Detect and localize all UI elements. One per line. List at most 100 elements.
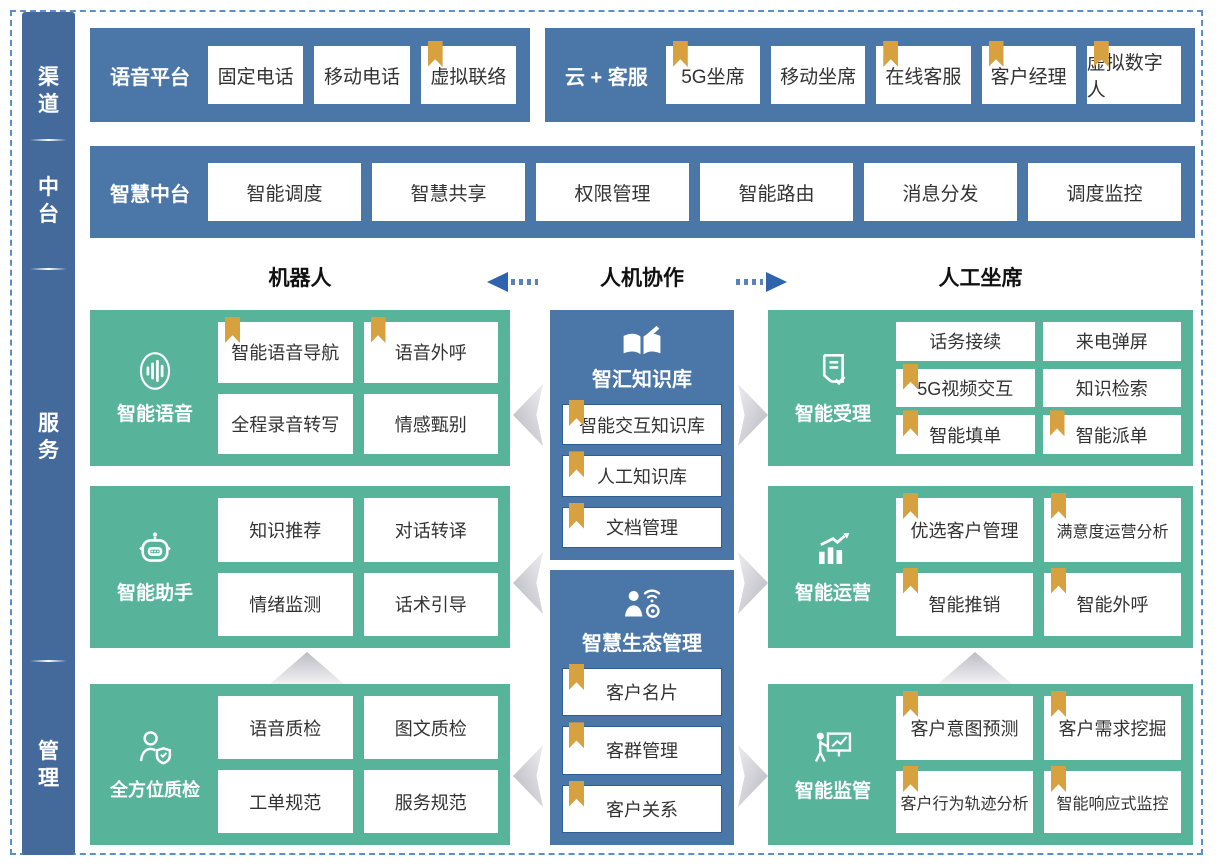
group-title: 智汇知识库: [592, 369, 692, 391]
item-label: 客户经理: [990, 66, 1067, 88]
item-label: 对话转译: [394, 520, 467, 541]
bookmark-icon: [1051, 493, 1066, 519]
group-item: 智能语音导航: [218, 317, 353, 383]
smart-operation-panel: 智能运营 优选客户管理 满意度运营分析 智能推销 智能外呼: [768, 486, 1193, 648]
cloud-cs-title: 云 + 客服: [565, 66, 648, 89]
cloud-cs-item: 客户经理: [981, 41, 1076, 104]
center-item: 智能交互知识库: [562, 400, 722, 446]
bookmark-icon: [225, 317, 240, 343]
item-label: 5G视频交互: [917, 378, 1014, 399]
group-item: 语音外呼: [363, 317, 498, 383]
sidebar-divider: [30, 268, 67, 270]
center-item: 人工知识库: [562, 451, 722, 497]
group-item: 智能填单: [896, 410, 1035, 454]
group-item: 全程录音转写: [218, 393, 353, 454]
bookmark-icon: [903, 363, 918, 390]
bookmark-icon: [569, 780, 584, 807]
item-label: 服务规范: [394, 792, 467, 813]
group-item: 客户意图预测: [896, 691, 1033, 760]
item-label: 智能推销: [928, 595, 1001, 616]
cloud-cs-item: 5G坐席: [665, 41, 761, 104]
item-label: 调度监控: [1066, 183, 1143, 205]
group-title: 智能监管: [794, 780, 871, 802]
voice-platform-title: 语音平台: [110, 66, 190, 89]
item-label: 图文质检: [394, 718, 467, 739]
group-item: 服务规范: [363, 770, 498, 833]
item-label: 智慧共享: [410, 183, 487, 205]
arrowhead-left: [487, 272, 508, 292]
group-item: 来电弹屏: [1042, 322, 1181, 361]
smart-supervision-label: 智能监管: [780, 696, 886, 833]
sidebar-label-channel: 渠道: [22, 64, 75, 118]
quality-inspection-panel: 全方位质检 语音质检 图文质检 工单规范 服务规范: [90, 684, 510, 845]
smart-acceptance-label: 智能受理: [780, 322, 886, 454]
middle-platform-item: 智能调度: [208, 163, 361, 221]
bookmark-icon: [370, 317, 386, 343]
smart-voice-items: 智能语音导航 语音外呼 全程录音转写 情感甄别: [218, 317, 498, 454]
item-label: 智能语音导航: [231, 343, 340, 364]
item-label: 情绪监测: [249, 595, 322, 616]
group-title: 智能语音: [116, 404, 193, 425]
arrow-dashed-tail: [736, 279, 763, 285]
middle-platform-item: 调度监控: [1028, 163, 1181, 221]
sidebar-label-text: 中台: [38, 176, 59, 226]
smart-acceptance-items: 话务接续 来电弹屏 5G视频交互 知识检索 智能填单 智能派单: [896, 322, 1181, 454]
smart-supervision-items: 客户意图预测 客户需求挖掘 客户行为轨迹分析 智能响应式监控: [896, 691, 1181, 833]
bookmark-icon: [988, 41, 1004, 67]
bookmark-icon: [903, 567, 918, 594]
smart-voice-panel: 智能语音 智能语音导航 语音外呼 全程录音转写 情感甄别: [90, 310, 510, 466]
item-label: 客户关系: [606, 799, 678, 820]
center-item: 客群管理: [562, 722, 722, 775]
document-check-icon: [822, 353, 846, 386]
item-label: 知识推荐: [249, 520, 322, 541]
sidebar: 渠道 中台 服务 管理: [22, 12, 75, 855]
group-item: 智能外呼: [1044, 567, 1181, 636]
group-item: 智能派单: [1042, 410, 1181, 454]
item-label: 移动电话: [323, 66, 400, 88]
outer-dashed-border: [10, 10, 1203, 855]
item-label: 智能填单: [929, 425, 1002, 446]
group-item: 优选客户管理: [896, 493, 1033, 562]
group-item: 图文质检: [363, 696, 498, 759]
voice-platform-panel: 语音平台 固定电话 移动电话 虚拟联络: [90, 28, 530, 122]
voice-platform-item: 虚拟联络: [420, 41, 516, 104]
bookmark-icon: [903, 410, 918, 437]
bookmark-icon: [569, 400, 584, 426]
eco-management-panel: 智慧生态管理 客户名片 客群管理 客户关系: [550, 570, 734, 845]
middle-platform-title: 智慧中台: [110, 183, 190, 206]
knowledge-base-panel: 智汇知识库 智能交互知识库 人工知识库 文档管理: [550, 310, 734, 560]
item-label: 客户意图预测: [910, 719, 1019, 739]
arrow-right-icon: [736, 272, 787, 292]
bookmark-icon: [672, 41, 688, 67]
bookmark-icon: [1051, 766, 1066, 792]
mode-label-robot: 机器人: [268, 267, 332, 290]
item-label: 文档管理: [606, 518, 678, 539]
group-title: 全方位质检: [110, 780, 200, 800]
arrow-dashed-tail: [511, 279, 538, 285]
item-label: 在线客服: [885, 66, 962, 88]
item-label: 客户需求挖掘: [1058, 719, 1167, 739]
middle-platform-item: 消息分发: [864, 163, 1017, 221]
cloud-cs-items: 5G坐席 移动坐席 在线客服 客户经理 虚拟数字人: [665, 41, 1181, 104]
group-title: 智能运营: [794, 583, 871, 604]
person-signal-gear-icon: [625, 589, 661, 618]
eco-management-header: 智慧生态管理: [562, 580, 722, 658]
bookmark-icon: [903, 493, 918, 519]
item-label: 智能交互知识库: [579, 415, 705, 436]
arrowhead-right: [766, 272, 787, 292]
smart-voice-label: 智能语音: [102, 322, 208, 454]
group-item: 客户行为轨迹分析: [896, 766, 1033, 833]
sidebar-label-text: 管理: [38, 740, 59, 790]
knowledge-base-header: 智汇知识库: [562, 320, 722, 394]
sidebar-label-midplatform: 中台: [22, 174, 75, 228]
smart-acceptance-panel: 智能受理 话务接续 来电弹屏 5G视频交互 知识检索 智能填单 智能派单: [768, 310, 1193, 466]
quality-inspection-label: 全方位质检: [102, 696, 208, 833]
item-label: 语音外呼: [394, 343, 467, 364]
item-label: 话术引导: [394, 595, 467, 616]
group-item: 智能响应式监控: [1044, 766, 1181, 833]
center-item: 客户名片: [562, 664, 722, 717]
cloud-cs-panel: 云 + 客服 5G坐席 移动坐席 在线客服 客户经理 虚拟数字人: [545, 28, 1195, 122]
item-label: 话务接续: [929, 332, 1002, 353]
smart-operation-items: 优选客户管理 满意度运营分析 智能推销 智能外呼: [896, 493, 1181, 636]
